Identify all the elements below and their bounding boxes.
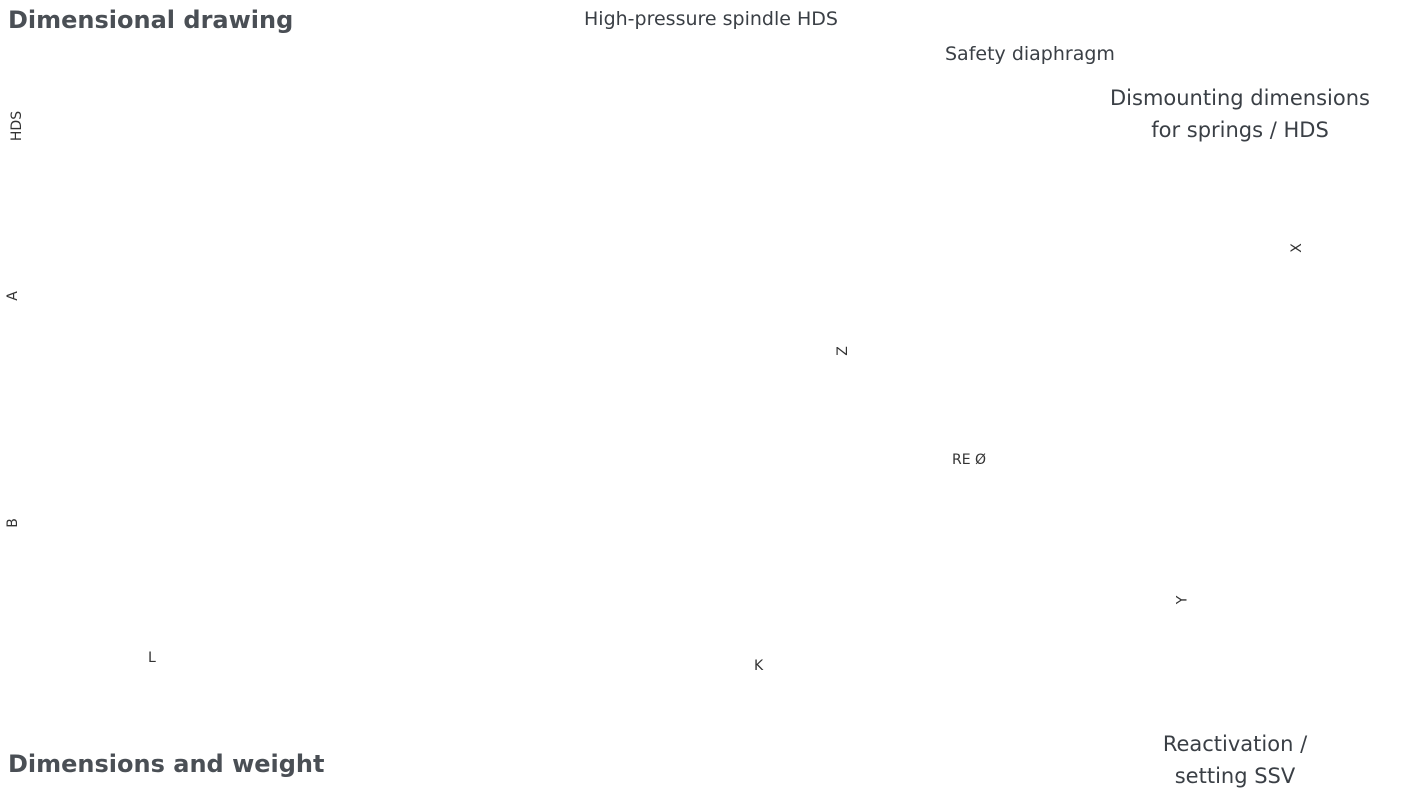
caption-react-line2: setting SSV: [1174, 764, 1296, 788]
caption-dismount-line2: for springs / HDS: [1151, 118, 1329, 142]
regulator-front-view: [69, 169, 287, 635]
dimension-lines: [30, 78, 1299, 681]
dim-label-b: B: [4, 518, 21, 528]
caption-dismount-line1: Dismounting dimensions: [1110, 86, 1370, 110]
heading-dimensional-drawing: Dimensional drawing: [8, 6, 294, 34]
heading-dimensions-weight: Dimensions and weight: [8, 750, 325, 778]
dim-label-k: K: [754, 658, 764, 674]
yellow-arrows: [1197, 157, 1284, 710]
callout-leaders: [491, 31, 1180, 346]
safety-diaphragm-view: [859, 149, 1107, 410]
caption-dismounting-dimensions: Dismounting dimensions for springs / HDS: [1080, 82, 1400, 146]
regulator-hds-view: [361, 79, 581, 635]
caption-reactivation: Reactivation / setting SSV: [1130, 728, 1340, 792]
dim-label-x: X: [1288, 243, 1305, 253]
dim-label-re: RE Ø: [952, 452, 987, 468]
dim-label-hds: HDS: [9, 110, 26, 142]
callout-high-pressure-spindle: High-pressure spindle HDS: [584, 8, 838, 30]
dim-label-y: Y: [1174, 595, 1191, 605]
dim-label-z: Z: [834, 346, 851, 356]
regulator-side-view: [633, 164, 814, 640]
callout-safety-diaphragm: Safety diaphragm: [945, 43, 1115, 65]
caption-react-line1: Reactivation /: [1162, 732, 1308, 756]
spring-coil: [1239, 202, 1277, 299]
dim-label-l: L: [148, 650, 156, 666]
dim-label-a: A: [4, 291, 21, 301]
